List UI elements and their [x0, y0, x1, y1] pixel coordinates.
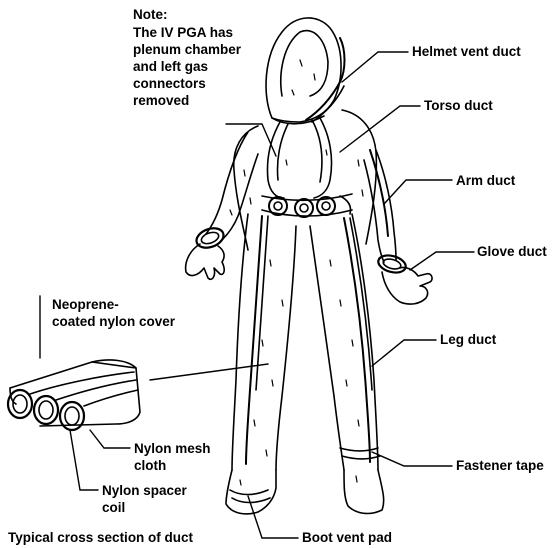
- leader-leg-duct: [372, 340, 436, 366]
- note-title: Note:: [133, 6, 168, 23]
- left-glove: [186, 244, 225, 279]
- label-leg-duct: Leg duct: [440, 331, 496, 348]
- right-wrist-ring: [376, 253, 407, 276]
- label-glove-duct: Glove duct: [477, 243, 547, 260]
- leader-helmet-vent: [342, 52, 408, 82]
- leader-spacer-coil: [70, 430, 98, 490]
- label-nylon-spacer-coil: Nylon spacer coil: [102, 482, 187, 516]
- fastener-tape-band: [340, 448, 378, 451]
- label-torso-duct: Torso duct: [424, 97, 493, 114]
- left-leg-inner: [276, 226, 296, 470]
- leader-mesh-cloth: [90, 430, 130, 448]
- leader-fastener-tape: [372, 452, 452, 466]
- arm-duct: [370, 150, 388, 236]
- right-leg-inner: [310, 226, 344, 470]
- note-body: The IV PGA has plenum chamber and left g…: [133, 24, 241, 109]
- label-fastener-tape: Fastener tape: [456, 457, 544, 474]
- leader-arm-duct: [384, 180, 452, 204]
- right-glove: [382, 267, 432, 304]
- gas-connector-mid: [295, 199, 313, 217]
- leader-glove-duct: [410, 252, 474, 270]
- helmet-inner: [281, 31, 328, 96]
- torso-duct-left: [268, 122, 285, 198]
- label-boot-vent-pad: Boot vent pad: [302, 529, 392, 546]
- label-helmet-vent-duct: Helmet vent duct: [412, 43, 521, 60]
- torso-outline-right: [342, 110, 376, 244]
- label-arm-duct: Arm duct: [456, 172, 515, 189]
- left-wrist-ring: [194, 225, 226, 251]
- label-nylon-mesh-cloth: Nylon mesh cloth: [134, 440, 211, 474]
- right-boot: [344, 470, 384, 513]
- gas-connector-left: [269, 197, 287, 215]
- label-neoprene-cover: Neoprene- coated nylon cover: [52, 296, 175, 330]
- label-cross-section-caption: Typical cross section of duct: [8, 529, 193, 546]
- boot-vent-pad: [230, 490, 268, 495]
- left-leg-outer: [232, 214, 248, 470]
- cross-section-top: [10, 360, 140, 426]
